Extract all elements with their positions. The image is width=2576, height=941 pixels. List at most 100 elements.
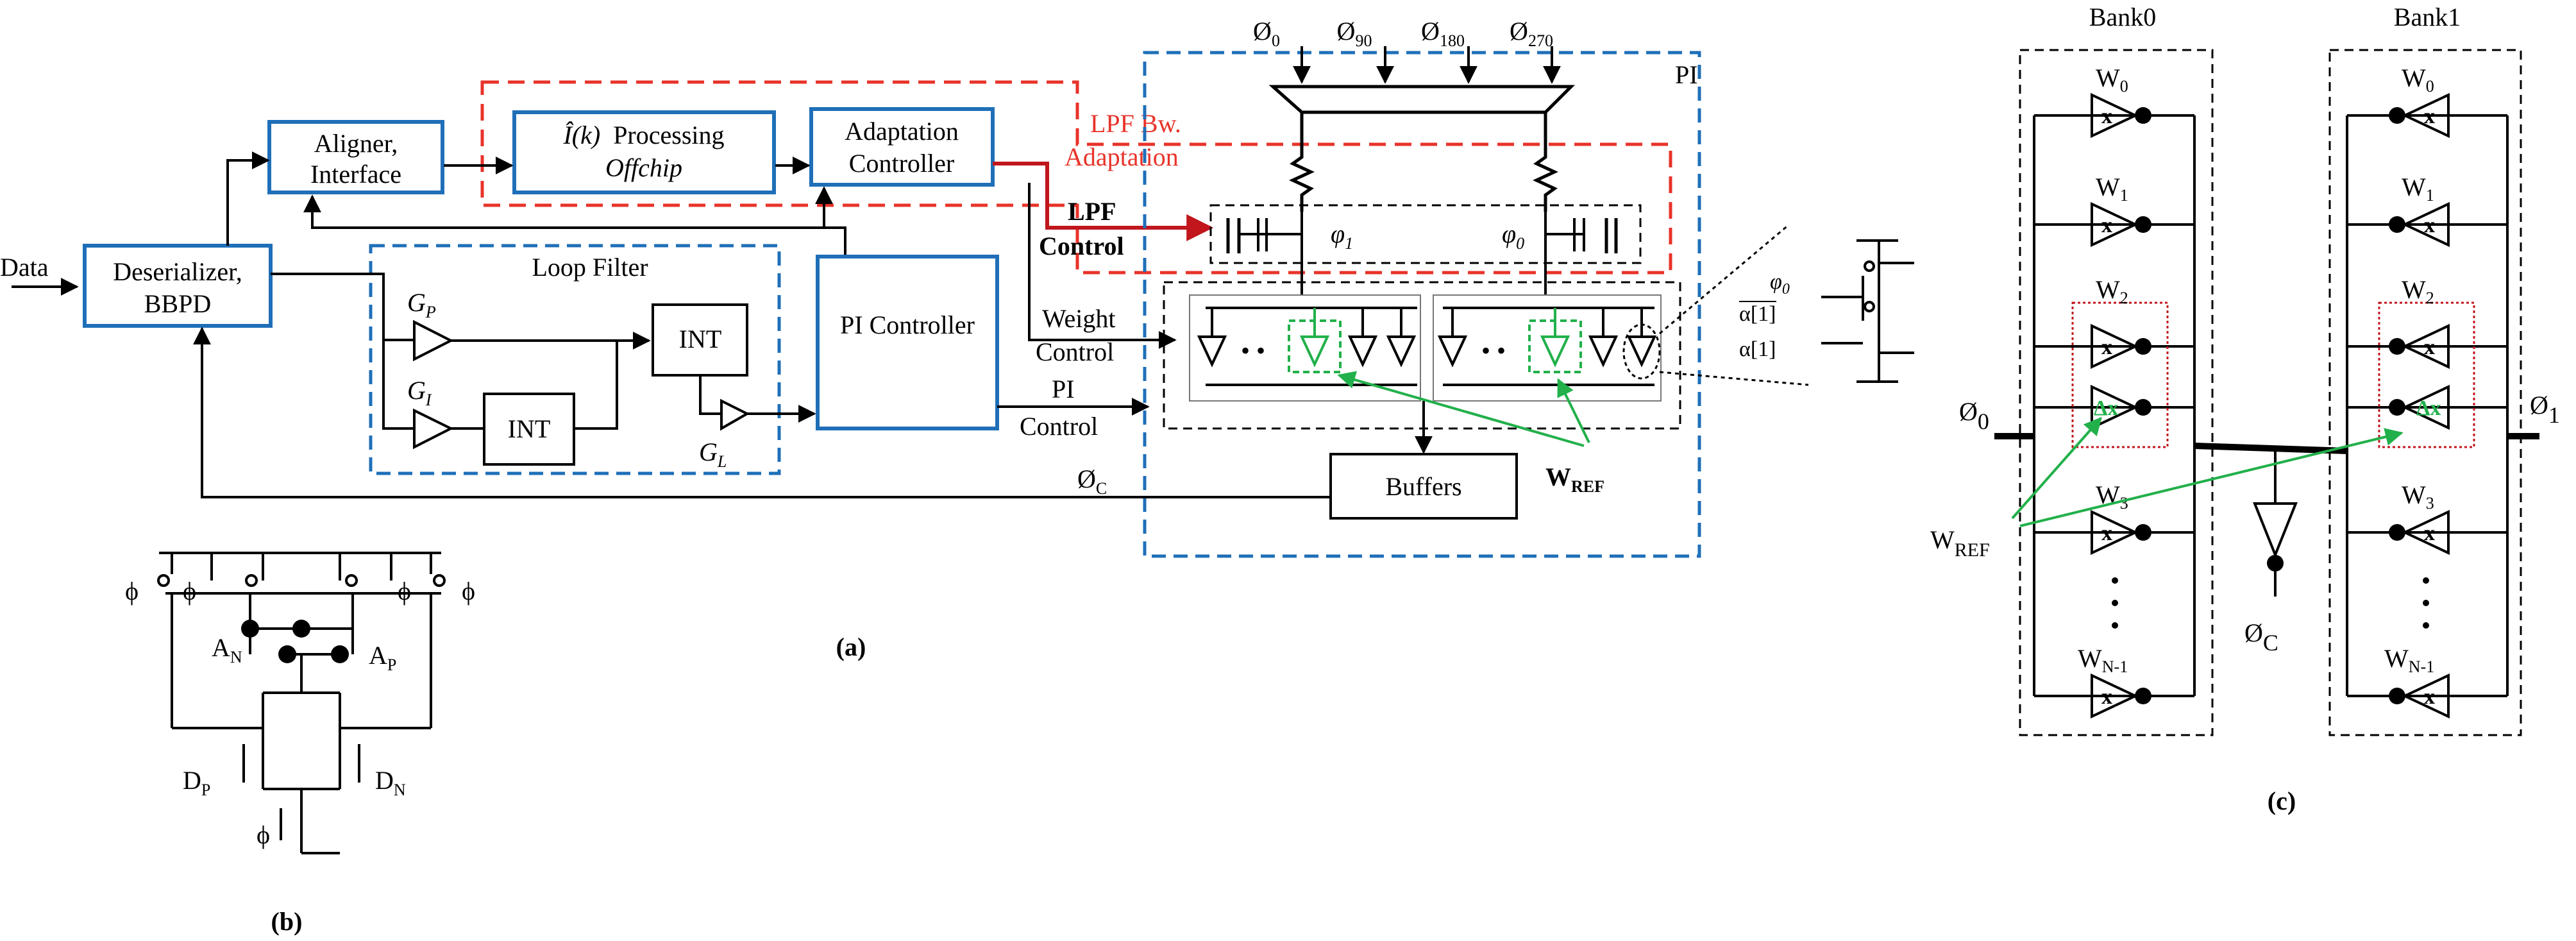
svg-text:W3: W3: [2402, 480, 2434, 513]
inset-alpha: α[1]: [1739, 337, 1776, 361]
svg-text:φ0: φ0: [1502, 219, 1524, 253]
wref-label-a: W: [1545, 462, 1571, 491]
phase270-label: Ø: [1510, 17, 1528, 46]
svg-text:GP: GP: [407, 288, 436, 321]
svg-text:GI: GI: [407, 376, 432, 409]
bank1-region: [2328, 49, 2522, 736]
dn-sub: N: [394, 781, 406, 799]
bank1-w1-sub: 1: [2426, 186, 2434, 205]
bank1-w3-sub: 3: [2426, 494, 2434, 513]
phi1-label: Ø: [2530, 391, 2548, 420]
deser-to-lf-wire: [271, 273, 414, 430]
svg-text:AP: AP: [369, 641, 396, 674]
inverter-inset-icon: [1821, 239, 1914, 383]
processing-block: Î(k) Processing Offchip: [512, 110, 776, 194]
int-upper-label: INT: [679, 325, 722, 353]
bank1-w1: W: [2402, 173, 2426, 201]
phi1-sub: 1: [2548, 402, 2560, 428]
resistor-left-icon: [1289, 112, 1315, 212]
bank1-inverter-0: [2402, 92, 2450, 139]
wref-sub-a: REF: [1571, 477, 1604, 496]
bank0-w0: W: [2096, 64, 2120, 92]
buffers-label: Buffers: [1385, 472, 1461, 501]
svg-text:GL: GL: [699, 437, 727, 471]
weight-control-label-1: Weight: [1042, 304, 1116, 333]
gl-sub: L: [717, 452, 727, 471]
panel-b-phi-4: ϕ: [462, 577, 475, 606]
bank1-w0: W: [2402, 64, 2426, 92]
bank0-inverter-dx: [2091, 384, 2139, 430]
inverter-dots-right: • •: [1481, 336, 1506, 365]
phase-inputs: Ø0 Ø90 Ø180 Ø270: [1253, 17, 1561, 84]
phi0-sub: 0: [1978, 409, 1989, 434]
pi-controller-label: PI Controller: [840, 310, 975, 339]
bank1-inv-x-3: x: [2424, 521, 2435, 545]
bank1-inverter-3: [2402, 509, 2450, 555]
lpf-bw-adaptation-label-1: LPF Bw.: [1090, 109, 1181, 138]
svg-text:W2: W2: [2402, 275, 2434, 307]
svg-text:Ø180: Ø180: [1421, 17, 1465, 50]
inset-phi-sub: 0: [1782, 281, 1790, 298]
svg-text:WN-1: WN-1: [2384, 644, 2434, 676]
inverter-wref-right-icon: [1528, 308, 1582, 373]
phic-feedback-wire: [193, 326, 1331, 498]
bank1-w2-sub: 2: [2426, 289, 2434, 307]
svg-text:Ø0: Ø0: [1253, 17, 1280, 50]
bank1-inverter-n1: [2402, 673, 2450, 719]
phi0-label: Ø: [1959, 397, 1978, 426]
bank1-w3: W: [2402, 480, 2426, 509]
bank0-inverter-1: [2091, 201, 2139, 248]
svg-text:AN: AN: [212, 633, 242, 666]
svg-text:W0: W0: [2402, 64, 2434, 96]
lpf-cap-region: [1209, 204, 1642, 264]
adaptation-dashed-region: [480, 80, 1672, 275]
bank0-inv-x-2: x: [2101, 335, 2112, 359]
inset-phi-label: φ: [1770, 270, 1782, 294]
deser-to-aligner-wire: [226, 151, 270, 246]
data-input-label: Data: [0, 253, 49, 282]
deserializer-label-1: Deserializer,: [113, 257, 242, 286]
phic-c-label: Ø: [2244, 618, 2263, 647]
pi-control-label-2: Control: [1020, 412, 1098, 441]
bank1-inv-x-0: x: [2424, 105, 2435, 128]
bank-dots: [2112, 577, 2429, 629]
adaptation-controller-block: Adaptation Controller: [809, 107, 995, 187]
an-sub: N: [230, 648, 242, 666]
gl-label: G: [699, 437, 718, 466]
svg-text:Ø1: Ø1: [2530, 391, 2560, 428]
bank0-w2: W: [2096, 275, 2120, 304]
pi-feedback-wire: [303, 194, 846, 257]
inverter-array-right: [1437, 307, 1657, 386]
varphi1-sub: 1: [1345, 234, 1353, 253]
bank0-w2-highlight: [2071, 301, 2169, 448]
inverter-bank-right: [1433, 294, 1662, 402]
svg-text:φ1: φ1: [1331, 219, 1353, 253]
buffers-block: [1329, 453, 1518, 520]
phase270-sub: 270: [1528, 31, 1553, 50]
inverter-dots-left: • •: [1241, 336, 1265, 365]
svg-text:W0: W0: [2096, 64, 2128, 96]
bank0-inv-x-3: x: [2101, 521, 2112, 545]
bank0-w3-sub: 3: [2120, 494, 2128, 513]
panel-b-phi-1: ϕ: [125, 577, 139, 606]
aligner-block: Aligner, Interface: [267, 120, 444, 194]
bank1-inverter-dx: [2402, 384, 2450, 430]
wref-c-sub: REF: [1955, 539, 1990, 561]
bank0-inv-x-0: x: [2101, 105, 2112, 128]
bank1-inv-x-1: x: [2424, 214, 2435, 237]
varphi1-label: φ: [1331, 219, 1345, 248]
lpf-control-label-2: Control: [1039, 232, 1124, 260]
int-lower-label: INT: [508, 414, 551, 443]
bank0-inv-dx: Δx: [2094, 396, 2118, 420]
bank1-inverter-2: [2402, 323, 2450, 369]
aligner-label-1: Aligner,: [314, 129, 398, 158]
lpf-control-wire: [993, 162, 1214, 241]
loop-filter-region: [369, 244, 781, 475]
panel-b-phi-3: ϕ: [398, 577, 411, 606]
weight-control-label-2: Control: [1036, 337, 1114, 366]
phic-label: Ø: [1077, 464, 1096, 493]
panel-c-caption: (c): [2268, 786, 2296, 815]
panel-b-dots: [241, 620, 349, 663]
bank1-inv-dx: Δx: [2416, 396, 2441, 420]
pi-region-label: PI: [1675, 60, 1698, 89]
